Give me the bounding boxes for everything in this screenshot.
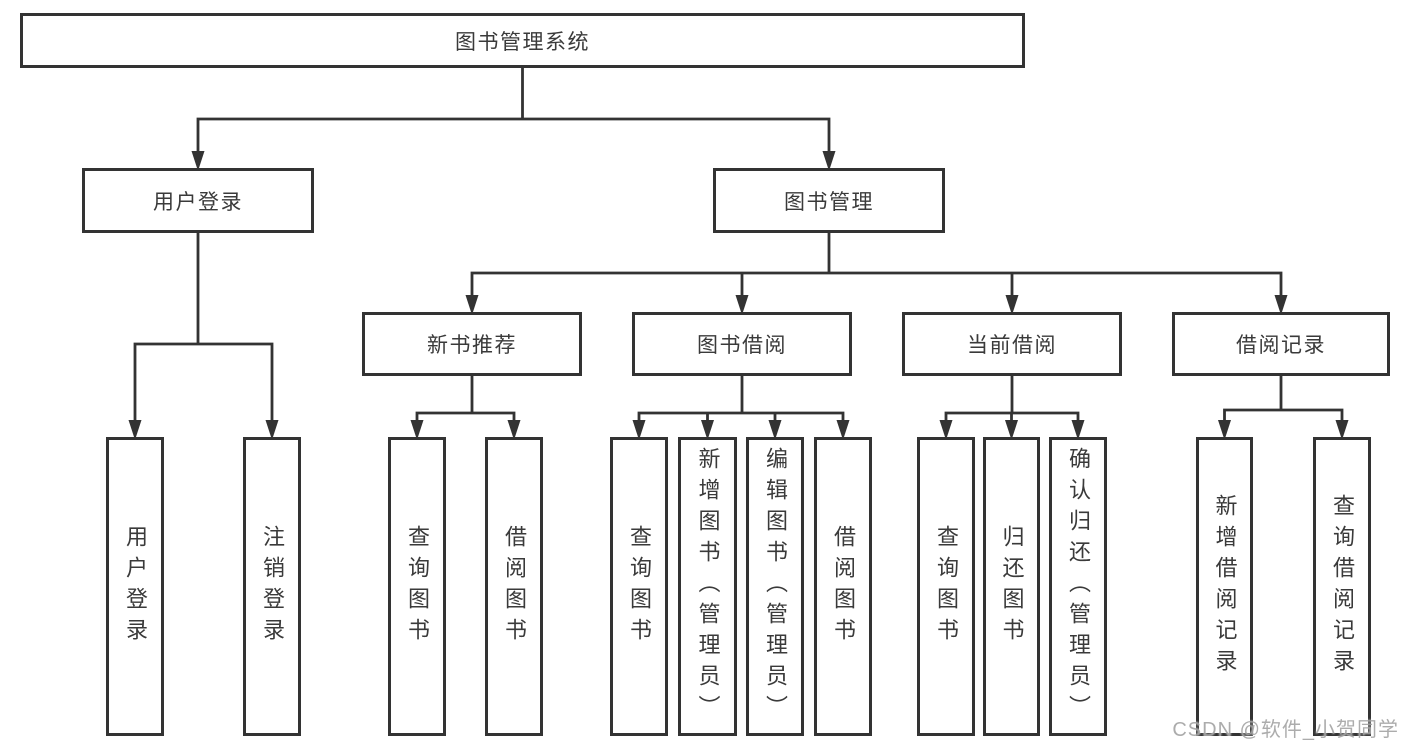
node-user-login: 用户登录 — [82, 168, 314, 233]
node-label: 新书推荐 — [427, 334, 517, 357]
node-book-borrowing: 图书借阅 — [632, 312, 852, 376]
node-label: 归还图书 — [999, 524, 1025, 649]
node-confirm-return-admin: 确认归还（管理员） — [1049, 437, 1107, 736]
node-label: 编辑图书（管理员） — [763, 447, 788, 726]
node-label: 图书管理 — [784, 190, 874, 214]
node-borrow-book-borrow: 借阅图书 — [814, 437, 872, 736]
node-add-borrow-record: 新增借阅记录 — [1196, 437, 1253, 736]
node-label: 借阅图书 — [502, 524, 527, 649]
node-label: 查询图书 — [627, 524, 652, 649]
node-root: 图书管理系统 — [20, 13, 1025, 68]
node-label: 图书管理系统 — [455, 30, 590, 54]
node-label: 新增借阅记录 — [1212, 493, 1238, 680]
node-query-book-current: 查询图书 — [917, 437, 975, 736]
node-new-book-recommend: 新书推荐 — [362, 312, 582, 376]
node-label: 查询图书 — [934, 524, 959, 649]
node-label: 图书借阅 — [697, 334, 787, 357]
node-label: 查询图书 — [405, 524, 430, 649]
node-label: 注销登录 — [260, 524, 285, 649]
node-add-book-admin: 新增图书（管理员） — [678, 437, 737, 736]
node-borrowing-records: 借阅记录 — [1172, 312, 1390, 376]
node-label: 新增图书（管理员） — [695, 447, 721, 726]
node-user-login-leaf: 用户登录 — [106, 437, 164, 736]
node-label: 确认归还（管理员） — [1066, 447, 1091, 726]
node-query-borrow-record: 查询借阅记录 — [1313, 437, 1371, 736]
node-current-borrowing: 当前借阅 — [902, 312, 1122, 376]
node-query-book-borrow: 查询图书 — [610, 437, 668, 736]
node-book-management: 图书管理 — [713, 168, 945, 233]
node-label: 用户登录 — [123, 524, 148, 649]
node-query-book-new: 查询图书 — [388, 437, 446, 736]
node-label: 借阅记录 — [1236, 334, 1326, 357]
node-edit-book-admin: 编辑图书（管理员） — [746, 437, 804, 736]
node-borrow-book-new: 借阅图书 — [485, 437, 543, 736]
node-return-book: 归还图书 — [983, 437, 1040, 736]
node-label: 借阅图书 — [831, 524, 856, 649]
node-label: 当前借阅 — [967, 334, 1057, 357]
node-label: 查询借阅记录 — [1330, 493, 1355, 680]
node-logout-leaf: 注销登录 — [243, 437, 301, 736]
node-label: 用户登录 — [153, 190, 243, 214]
